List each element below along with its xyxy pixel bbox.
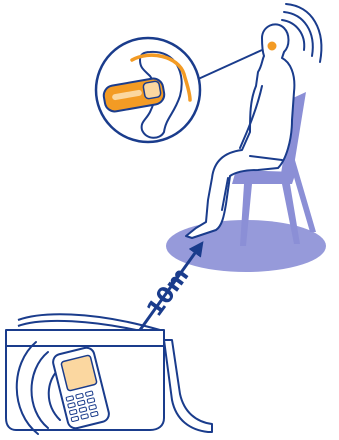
- seated-person-icon: [186, 24, 294, 238]
- distance-label: 10m: [143, 264, 195, 322]
- callout-line: [196, 50, 262, 80]
- headset-callout: [96, 38, 200, 142]
